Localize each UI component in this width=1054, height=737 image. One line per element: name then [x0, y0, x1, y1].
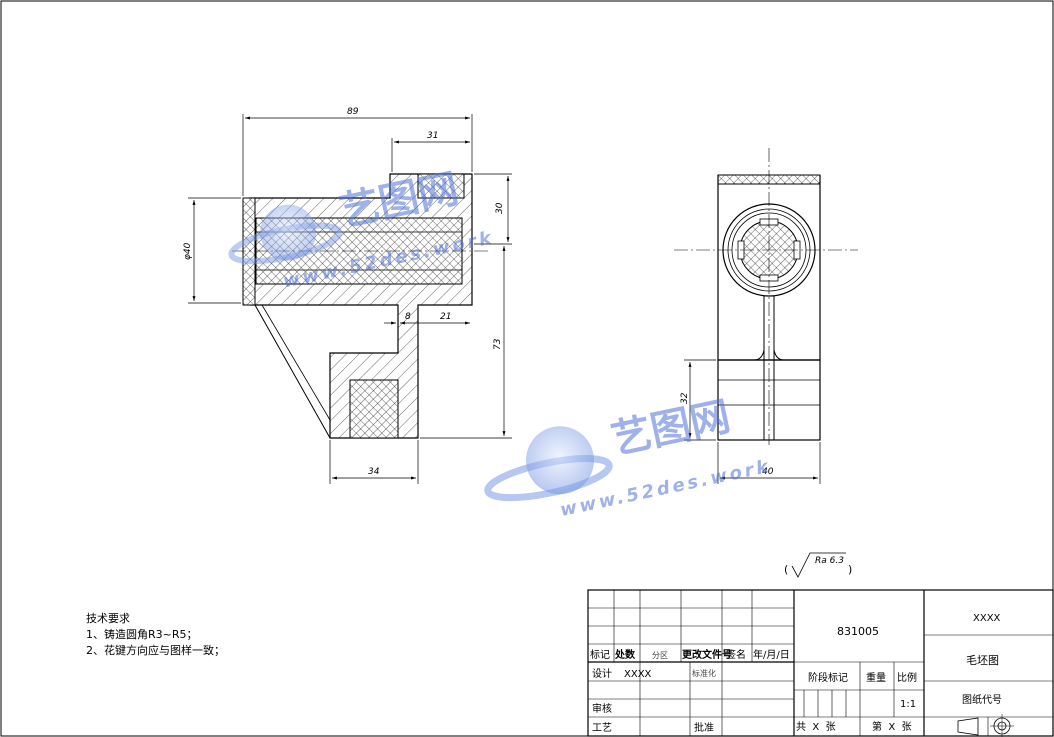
dim-web-thickness: 8 [405, 312, 411, 322]
side-view [674, 148, 858, 445]
roughness-value: Ra 6.3 [815, 556, 844, 566]
tb-weight: 重量 [866, 671, 886, 684]
tb-change-doc: 更改文件号 [682, 648, 732, 661]
dim-overall-height: 73 [493, 338, 503, 350]
technical-requirement-2: 2、花键方向应与图样一致； [86, 644, 225, 657]
tb-standardization: 标准化 [692, 668, 716, 678]
watermark-brand-2: 艺图网 [607, 394, 734, 464]
dim-boss-height: 30 [495, 202, 505, 214]
dim-bore-diameter: φ40 [183, 242, 193, 260]
side-view-dimensions [684, 359, 821, 484]
technical-requirement-1: 1、铸造圆角R3~R5； [86, 628, 198, 641]
tb-mark: 标记 [590, 649, 610, 661]
tb-process: 工艺 [592, 722, 612, 734]
dim-top-boss-width: 31 [427, 131, 438, 141]
svg-text:(: ( [784, 563, 788, 576]
tb-scale-value: 1:1 [900, 699, 916, 710]
tb-designer-label: 设计 [592, 667, 612, 680]
tb-count: 处数 [614, 648, 636, 661]
tb-zone: 分区 [652, 651, 668, 660]
dim-web-offset: 21 [440, 312, 451, 322]
tb-total-sheets: 共 X 张 [796, 721, 836, 733]
dim-side-height: 32 [680, 392, 690, 404]
dim-overall-length: 89 [347, 107, 359, 117]
front-view-dimensions [188, 114, 512, 484]
tb-part-name: 毛坯图 [966, 654, 999, 667]
tb-scale-label: 比例 [897, 671, 917, 684]
tb-review: 审核 [592, 702, 612, 715]
tb-company: XXXX [973, 613, 1001, 624]
technical-requirements-title: 技术要求 [86, 612, 130, 625]
technical-requirements: 技术要求 1、铸造圆角R3~R5； 2、花键方向应与图样一致； [86, 611, 225, 659]
tb-sheet-number: 第 X 张 [872, 720, 912, 733]
dim-side-width: 40 [762, 467, 774, 477]
roughness-symbol: ( Ra 6.3 ) [784, 552, 852, 578]
front-section-view [232, 173, 490, 439]
tb-stage-mark: 阶段标记 [808, 671, 848, 684]
tb-signature: 签名 [726, 648, 746, 661]
watermark-logo-2: 艺图网 www.52des.work [484, 394, 773, 521]
title-block [587, 589, 1054, 737]
tb-drawing-number: 831005 [837, 625, 879, 638]
tb-approve: 批准 [694, 721, 714, 734]
tb-designer-value: XXXX [624, 669, 652, 680]
tb-drawing-code-label: 图纸代号 [962, 693, 1002, 706]
dim-base-width: 34 [368, 467, 380, 477]
svg-text:): ) [848, 563, 852, 576]
tb-date: 年/月/日 [753, 648, 790, 661]
